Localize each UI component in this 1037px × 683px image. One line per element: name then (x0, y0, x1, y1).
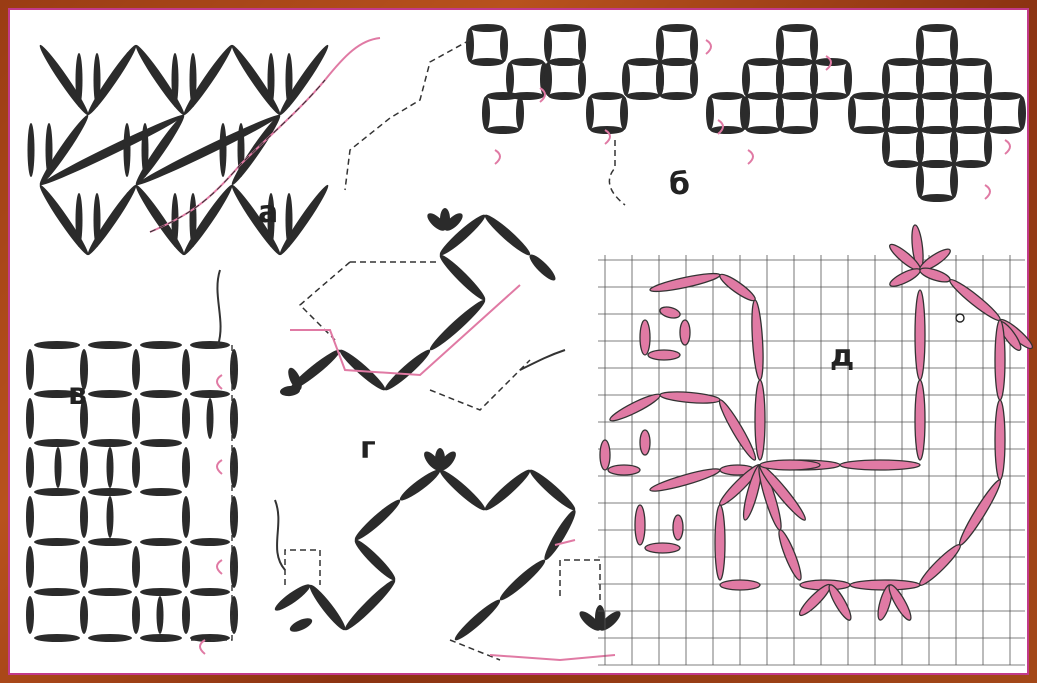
rooster-pattern-d (598, 224, 1035, 665)
label-a: а (258, 198, 278, 228)
label-d: д (830, 342, 854, 372)
label-b: б (669, 170, 690, 200)
label-v: в (68, 380, 87, 410)
stitch-pattern-g (272, 208, 623, 660)
label-g: г (360, 434, 376, 464)
stitch-pattern-a (28, 38, 381, 258)
stitch-pattern-v (26, 270, 238, 654)
